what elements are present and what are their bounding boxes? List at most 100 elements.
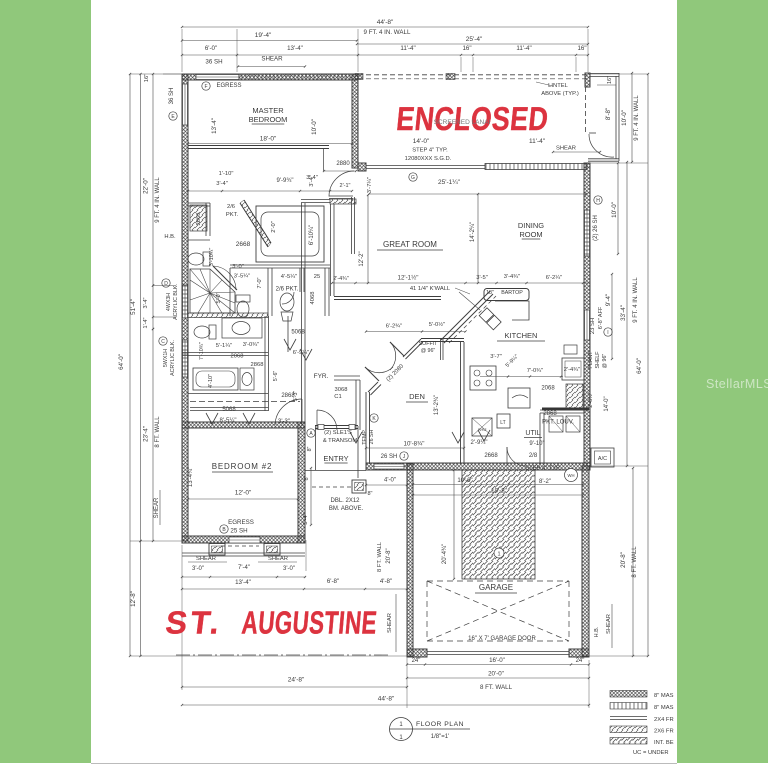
svg-text:5WX1H: 5WX1H	[163, 349, 169, 367]
svg-text:9 FT. 4 IN. WALL: 9 FT. 4 IN. WALL	[364, 29, 411, 36]
svg-text:3'-3": 3'-3"	[278, 419, 290, 425]
svg-text:DINING: DINING	[518, 221, 544, 230]
svg-text:20'-4¾": 20'-4¾"	[442, 544, 448, 564]
svg-text:2'-0": 2'-0"	[271, 221, 277, 233]
svg-text:1'-10": 1'-10"	[219, 171, 234, 177]
svg-text:7'-0¾": 7'-0¾"	[527, 368, 543, 374]
svg-text:4'-10": 4'-10"	[208, 374, 214, 388]
svg-text:11'-4": 11'-4"	[529, 138, 546, 145]
svg-text:13'-2¾": 13'-2¾"	[434, 395, 440, 415]
svg-text:BEDROOM #2: BEDROOM #2	[212, 462, 272, 471]
svg-text:& TRANSOM: & TRANSOM	[323, 438, 358, 444]
svg-text:3'-4": 3'-4"	[309, 175, 315, 187]
svg-text:6'-0": 6'-0"	[205, 45, 217, 52]
svg-text:ABOVE (TYP.): ABOVE (TYP.)	[541, 91, 579, 97]
svg-text:6'-2¼": 6'-2¼"	[546, 275, 562, 281]
svg-text:PKT.: PKT.	[226, 212, 239, 218]
svg-text:14'-0": 14'-0"	[413, 138, 430, 145]
svg-text:2668: 2668	[484, 453, 498, 459]
svg-text:ENCLOSED: ENCLOSED	[395, 102, 550, 138]
svg-text:6'-2¾": 6'-2¾"	[386, 324, 402, 330]
svg-text:SHEAR: SHEAR	[387, 613, 393, 633]
svg-text:DBL. 2X12: DBL. 2X12	[330, 498, 360, 504]
svg-text:B: B	[222, 527, 226, 533]
svg-text:UC = UNDER: UC = UNDER	[633, 750, 669, 756]
svg-text:12'-8": 12'-8"	[130, 591, 137, 607]
svg-text:E: E	[171, 114, 175, 120]
svg-text:2'-1": 2'-1"	[340, 183, 351, 189]
svg-text:18": 18"	[486, 290, 494, 296]
svg-text:23 SH: 23 SH	[590, 318, 596, 334]
svg-text:D: D	[164, 281, 168, 287]
svg-text:10'-8¾": 10'-8¾"	[404, 441, 425, 448]
svg-text:3'-0": 3'-0"	[192, 566, 204, 572]
svg-text:3'-7¼": 3'-7¼"	[367, 177, 373, 193]
svg-text:5'-0½": 5'-0½"	[429, 321, 445, 328]
svg-text:33'-4": 33'-4"	[620, 305, 627, 321]
svg-text:1: 1	[399, 735, 403, 741]
svg-text:2668: 2668	[236, 241, 251, 248]
svg-text:4068: 4068	[310, 292, 316, 305]
svg-text:ENTRY: ENTRY	[323, 454, 348, 463]
svg-text:6'-9¼": 6'-9¼"	[293, 350, 309, 356]
svg-text:WH: WH	[568, 473, 575, 478]
svg-text:(2) SLE1'S: (2) SLE1'S	[324, 430, 352, 436]
svg-text:8 FT. WALL: 8 FT. WALL	[480, 684, 513, 691]
svg-text:2880: 2880	[336, 161, 350, 167]
svg-text:3'-4¾": 3'-4¾"	[504, 274, 520, 280]
svg-text:6'-8": 6'-8"	[327, 578, 339, 585]
svg-text:64'-0": 64'-0"	[118, 354, 125, 370]
svg-text:3'-4": 3'-4"	[216, 181, 228, 187]
svg-text:2'-9¼": 2'-9¼"	[471, 440, 488, 446]
svg-text:STEP 4" TYP.: STEP 4" TYP.	[525, 466, 561, 472]
svg-text:PLANT: PLANT	[588, 351, 594, 369]
svg-text:LINTEL: LINTEL	[548, 83, 568, 89]
svg-text:23'-4": 23'-4"	[143, 426, 150, 442]
svg-text:2668: 2668	[196, 213, 202, 226]
svg-text:2868: 2868	[281, 393, 295, 399]
svg-text:LT: LT	[500, 420, 505, 426]
svg-text:G: G	[411, 175, 415, 181]
svg-text:3'-4": 3'-4"	[306, 175, 318, 181]
svg-text:13'-4": 13'-4"	[211, 118, 218, 134]
svg-text:AUGUSTINE: AUGUSTINE	[240, 605, 378, 641]
svg-text:16'-0": 16'-0"	[489, 657, 505, 664]
svg-text:SHEAR: SHEAR	[196, 556, 216, 562]
svg-text:36 SH: 36 SH	[205, 59, 222, 66]
svg-text:C: C	[161, 339, 165, 345]
svg-text:4'-5¼": 4'-5¼"	[281, 274, 297, 280]
svg-text:12'-2": 12'-2"	[359, 251, 365, 266]
svg-text:9 FT. 4 IN. WALL: 9 FT. 4 IN. WALL	[155, 177, 161, 223]
svg-text:ACRYLIC BLK.: ACRYLIC BLK.	[170, 340, 176, 376]
svg-text:8 FT. WALL: 8 FT. WALL	[155, 416, 161, 448]
svg-text:GARAGE: GARAGE	[479, 583, 513, 592]
svg-text:24": 24"	[576, 658, 585, 664]
svg-text:FYR.: FYR.	[314, 373, 329, 380]
svg-text:14'-0": 14'-0"	[604, 396, 610, 411]
svg-text:SHEAR: SHEAR	[261, 56, 283, 63]
svg-text:13'-4": 13'-4"	[287, 45, 303, 52]
svg-text:ACRYLIC BLK.: ACRYLIC BLK.	[173, 284, 179, 320]
svg-text:3'-0¾": 3'-0¾"	[243, 342, 259, 348]
svg-text:25: 25	[314, 274, 320, 280]
svg-text:8'-8": 8'-8"	[605, 108, 612, 120]
svg-text:9'-9¾": 9'-9¾"	[277, 178, 294, 184]
svg-text:3068: 3068	[335, 387, 348, 393]
svg-text:C1: C1	[334, 394, 341, 400]
svg-text:44'-8": 44'-8"	[378, 696, 395, 703]
svg-text:9 FT. 4 IN. WALL: 9 FT. 4 IN. WALL	[634, 95, 640, 141]
svg-text:BM. ABOVE.: BM. ABOVE.	[329, 506, 364, 512]
svg-text:24'-8": 24'-8"	[288, 677, 305, 684]
svg-text:H.B.: H.B.	[164, 234, 176, 240]
svg-text:BARTOP: BARTOP	[501, 290, 523, 296]
svg-text:2068: 2068	[541, 386, 555, 392]
svg-text:20'-8": 20'-8"	[620, 552, 627, 568]
svg-text:@ 96": @ 96"	[421, 348, 436, 354]
svg-text:9'-4": 9'-4"	[605, 294, 612, 306]
svg-text:7'-0": 7'-0"	[257, 277, 263, 288]
svg-text:ROOM: ROOM	[519, 230, 542, 239]
svg-text:BEDROOM: BEDROOM	[249, 115, 288, 124]
svg-text:4WX3H: 4WX3H	[166, 293, 172, 311]
svg-text:PKT. LOUV.: PKT. LOUV.	[542, 420, 574, 426]
svg-text:(2) 26 SH: (2) 26 SH	[593, 215, 599, 241]
